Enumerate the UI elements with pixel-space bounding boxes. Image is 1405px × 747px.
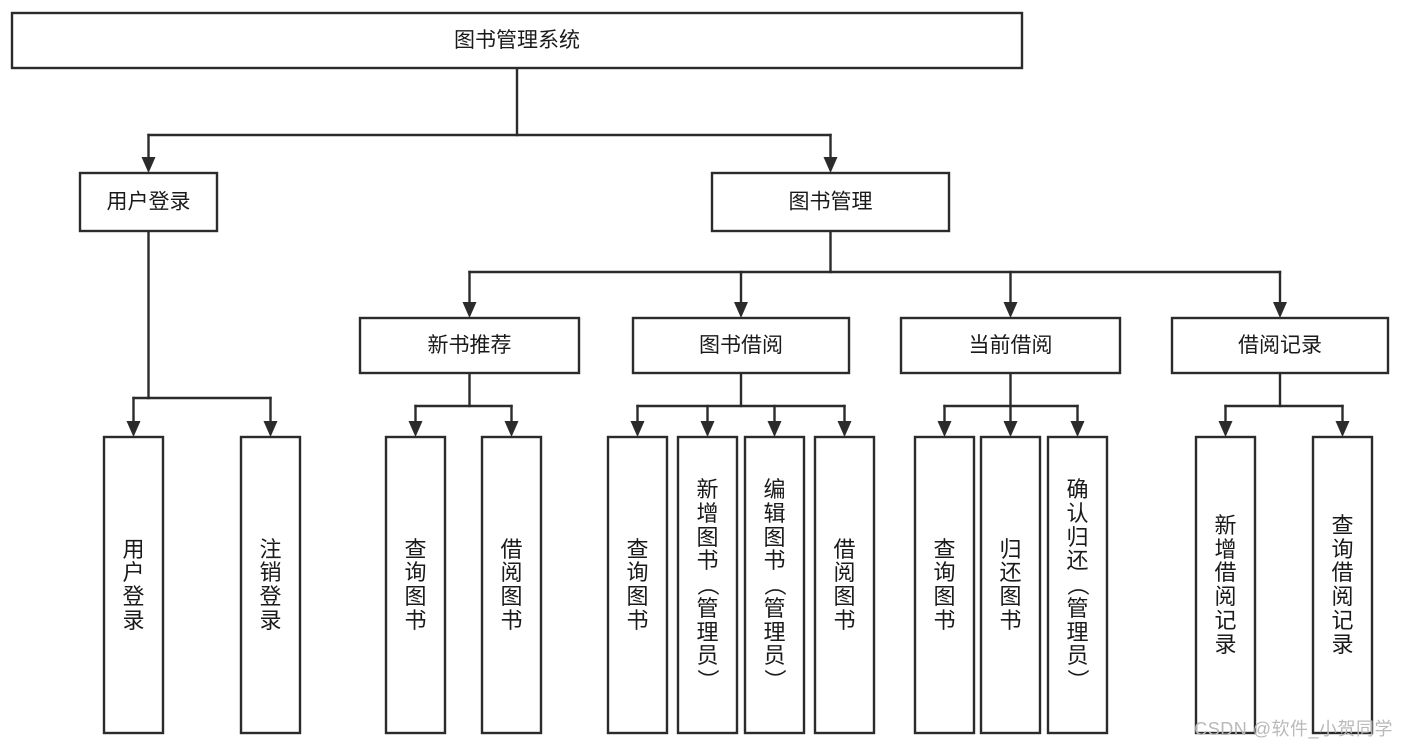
connectors-layer (126, 66, 1350, 437)
node-leaf-10-确认归还管理员[interactable] (1046, 435, 1109, 735)
edge-图书管理系统-to-图书管理-arrowhead (823, 157, 838, 173)
edge-图书借阅-to-借阅图书-arrowhead (837, 421, 852, 437)
edge-新书推荐-to-查询图书-arrowhead (408, 421, 423, 437)
node-leaf-12-查询借阅记录[interactable] (1311, 435, 1374, 735)
edge-借阅记录-to-查询借阅记录-arrowhead (1335, 421, 1350, 437)
node-l2-用户登录[interactable] (78, 171, 219, 233)
edge-图书借阅-to-编辑图书管理员-arrowhead (767, 421, 782, 437)
node-l2-label-图书管理: 图书管理 (789, 191, 873, 214)
node-l3-label-当前借阅: 当前借阅 (969, 334, 1053, 357)
edge-当前借阅-to-归还图书-arrowhead (1003, 421, 1018, 437)
node-leaf-0-用户登录[interactable] (102, 435, 165, 735)
node-leaf-1-注销登录[interactable] (239, 435, 302, 735)
node-leaf-4-查询图书[interactable] (606, 435, 669, 735)
edge-图书管理-to-新书推荐-arrowhead (462, 302, 477, 318)
edge-图书借阅-to-新增图书管理员-arrowhead (700, 421, 715, 437)
node-leaf-9-归还图书[interactable] (979, 435, 1042, 735)
edge-图书借阅-to-查询图书-arrowhead (630, 421, 645, 437)
node-leaf-5-新增图书管理员[interactable] (676, 435, 739, 735)
edge-用户登录-to-注销登录-arrowhead (263, 421, 278, 437)
node-l3-label-图书借阅: 图书借阅 (699, 334, 783, 357)
csdn-watermark: CSDN @软件_小贺同学 (1194, 719, 1393, 739)
edge-图书管理-to-图书借阅-arrowhead (734, 302, 748, 318)
node-leaf-2-查询图书[interactable] (384, 435, 447, 735)
node-l2-图书管理[interactable] (710, 171, 951, 233)
node-l3-新书推荐[interactable] (358, 316, 581, 375)
edge-当前借阅-to-查询图书-arrowhead (937, 421, 952, 437)
node-l3-图书借阅[interactable] (631, 316, 851, 375)
node-leaf-8-查询图书[interactable] (913, 435, 976, 735)
node-l3-label-新书推荐: 新书推荐 (428, 334, 512, 357)
edge-图书管理-to-当前借阅-arrowhead (1003, 302, 1018, 318)
node-root-图书管理系统[interactable] (10, 11, 1024, 70)
node-leaf-3-借阅图书[interactable] (480, 435, 543, 735)
node-l3-label-借阅记录: 借阅记录 (1238, 334, 1322, 357)
edge-当前借阅-to-确认归还管理员-arrowhead (1070, 421, 1085, 437)
node-l3-当前借阅[interactable] (899, 316, 1122, 375)
edge-借阅记录-to-新增借阅记录-arrowhead (1218, 421, 1233, 437)
edge-用户登录-to-用户登录-arrowhead (126, 421, 141, 437)
edge-图书管理系统-to-用户登录-arrowhead (141, 157, 156, 173)
node-leaf-7-借阅图书[interactable] (813, 435, 876, 735)
boxes-layer (10, 11, 1390, 735)
node-l2-label-用户登录: 用户登录 (107, 191, 191, 214)
node-l3-借阅记录[interactable] (1170, 316, 1390, 375)
edge-新书推荐-to-借阅图书-arrowhead (504, 421, 519, 437)
edge-图书管理-to-借阅记录-arrowhead (1273, 302, 1287, 318)
node-leaf-11-新增借阅记录[interactable] (1194, 435, 1257, 735)
node-root-label: 图书管理系统 (454, 29, 580, 52)
node-leaf-6-编辑图书管理员[interactable] (743, 435, 806, 735)
